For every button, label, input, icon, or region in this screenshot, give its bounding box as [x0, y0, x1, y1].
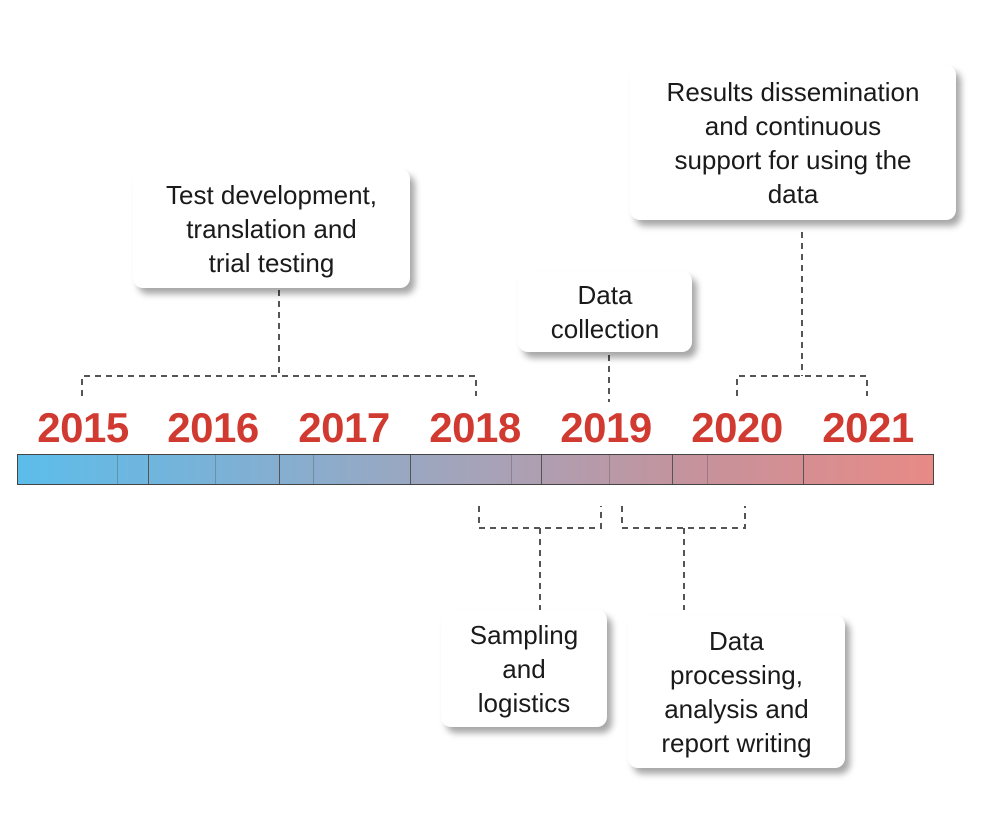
phase-text-line: processing,	[670, 659, 803, 690]
phase-callout-sampling-logistics: Sampling and logistics	[441, 610, 607, 727]
year-label-2019: 2019	[560, 404, 652, 451]
phase-callout-results-dissemination: Results dissemination and continuous sup…	[630, 65, 956, 220]
year-segment-2020	[673, 455, 804, 484]
bracket-data-processing	[621, 506, 746, 529]
half-year-tick	[117, 455, 118, 484]
year-segment-2019	[542, 455, 673, 484]
phase-text-line: Sampling	[469, 619, 579, 650]
phase-text-line: Data	[577, 279, 633, 310]
half-year-tick	[609, 455, 610, 484]
phase-text-line: Results dissemination	[666, 76, 920, 107]
bracket-sampling-logistics	[478, 506, 602, 529]
phase-text-line: and	[502, 653, 546, 684]
phase-text-line: Data	[709, 625, 764, 656]
phase-text-line: analysis and	[664, 693, 809, 724]
bracket-results-dissemination	[736, 375, 868, 396]
phase-text-line: and continuous	[704, 110, 882, 141]
year-segment-2018	[411, 455, 542, 484]
year-segment-2016	[149, 455, 280, 484]
phase-text-line: data	[767, 178, 819, 209]
year-label-2020: 2020	[691, 404, 783, 451]
year-label-2016: 2016	[167, 404, 259, 451]
year-segment-2015	[18, 455, 149, 484]
phase-text-line: translation and	[186, 213, 357, 244]
phase-text-line: collection	[550, 313, 660, 344]
phase-text-line: trial testing	[208, 247, 335, 278]
phase-text-line: report writing	[661, 727, 812, 758]
phase-text-line: logistics	[477, 687, 571, 718]
half-year-tick	[313, 455, 314, 484]
timeline-bar	[17, 454, 934, 485]
phase-text-line: support for using the	[674, 144, 912, 175]
phase-text-line: Test development,	[165, 179, 377, 210]
phase-callout-data-processing: Data processing, analysis and report wri…	[628, 615, 845, 768]
half-year-tick	[215, 455, 216, 484]
year-label-2018: 2018	[429, 404, 521, 451]
phase-callout-test-development: Test development, translation and trial …	[133, 169, 410, 288]
half-year-tick	[707, 455, 708, 484]
year-label-2017: 2017	[298, 404, 390, 451]
phase-callout-data-collection: Data collection	[518, 271, 692, 352]
year-label-2015: 2015	[37, 404, 129, 451]
half-year-tick	[511, 455, 512, 484]
bracket-test-development	[81, 375, 477, 396]
year-segment-2017	[280, 455, 411, 484]
year-label-2021: 2021	[822, 404, 914, 451]
